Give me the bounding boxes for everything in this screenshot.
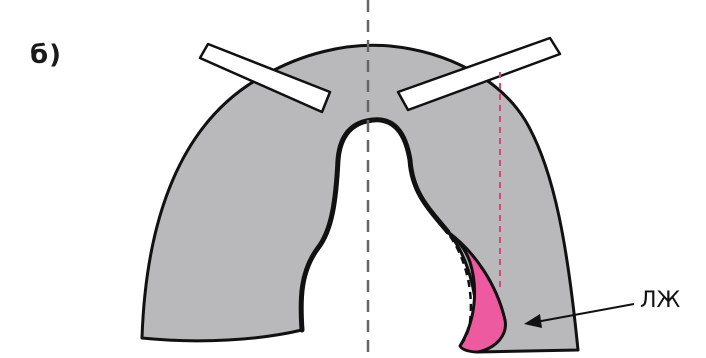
callout-label-lv: ЛЖ bbox=[640, 288, 680, 313]
lung-silhouette bbox=[142, 45, 578, 352]
panel-label: б) bbox=[30, 40, 62, 70]
